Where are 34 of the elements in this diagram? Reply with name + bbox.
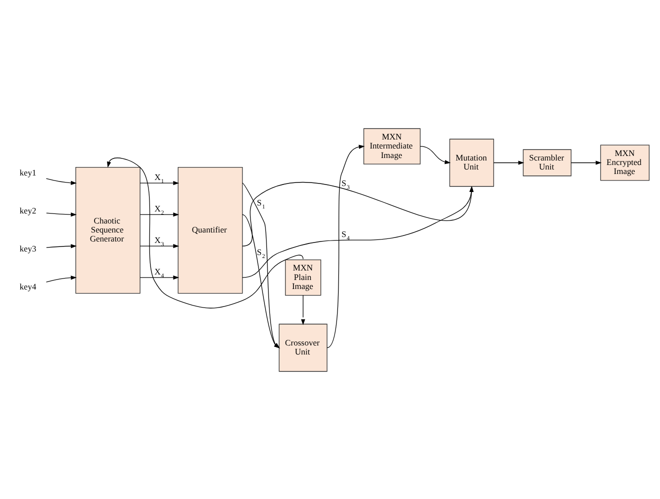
edge-label: S$_{3}$ (341, 177, 350, 190)
arrow (420, 146, 451, 164)
edge-label: S$_{1}$ (256, 197, 266, 210)
edge-label: X$_{4}$ (154, 266, 164, 280)
node-text: key3 (20, 243, 36, 254)
node-box: MXN Plain Image (285, 259, 322, 296)
edge-label: S$_{2}$ (256, 246, 266, 260)
arrow (46, 212, 77, 216)
node-text: key2 (20, 205, 36, 216)
node-box: Quantifier (178, 166, 243, 294)
arrow (46, 244, 77, 248)
node-text: key4 (20, 281, 36, 292)
node-box: MXN Intermediate Image (363, 128, 421, 164)
arrow (106, 157, 304, 308)
node-box: Crossover Unit (278, 323, 328, 372)
edge-label: S$_{4}$ (341, 228, 350, 242)
edge-label: X$_{1}$ (154, 172, 164, 185)
node-box: Mutation Unit (449, 138, 494, 186)
arrow (140, 180, 180, 185)
arrow (140, 274, 180, 280)
arrow (301, 294, 306, 325)
arrow (140, 244, 180, 248)
node-box: Chaotic Sequence Generator (75, 166, 140, 294)
arrow (140, 212, 180, 216)
arrow (493, 160, 524, 164)
arrow (326, 144, 365, 348)
node-text: key1 (20, 166, 36, 177)
arrow (46, 178, 77, 184)
arrow (570, 160, 602, 164)
edge-label: X$_{2}$ (154, 203, 164, 216)
node-box: Scrambler Unit (522, 148, 572, 176)
node-box: MXN Encrypted Image (600, 144, 650, 180)
edge-label: X$_{3}$ (154, 234, 164, 248)
arrow (46, 275, 77, 282)
